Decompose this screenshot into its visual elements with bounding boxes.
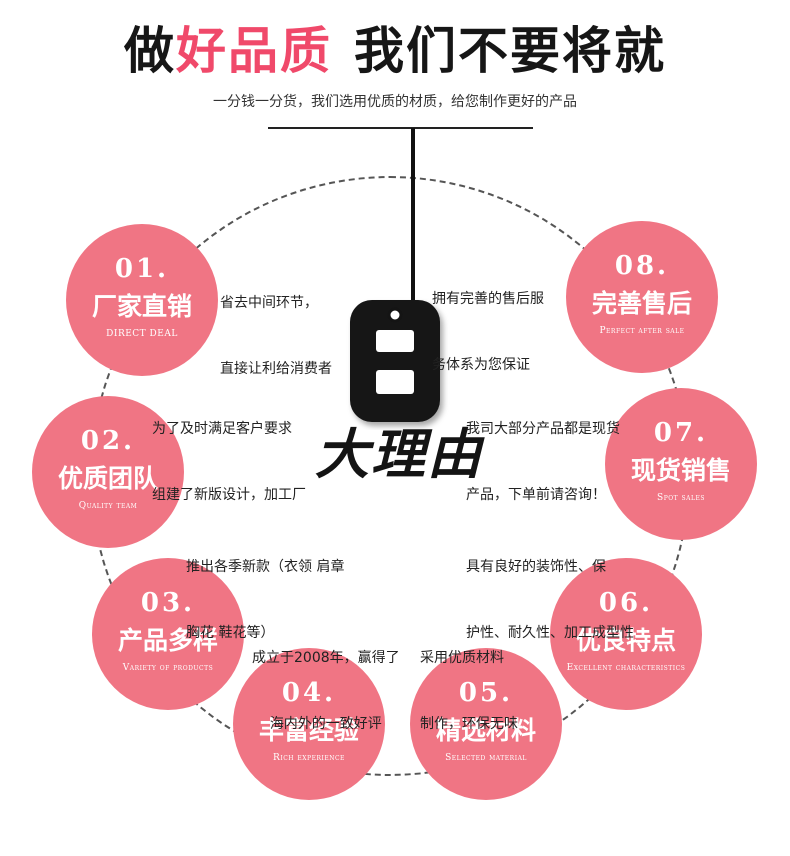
reason-number: 01.: [114, 254, 170, 284]
tag-hole: [387, 307, 403, 323]
reason-circle-4: 04. 丰富经验 Rich experience: [233, 648, 385, 800]
headline-highlight: 好品质: [176, 22, 332, 80]
reason-english: Quality team: [78, 501, 138, 511]
reason-title: 优质团队: [57, 464, 158, 493]
reason-title: 优良特点: [575, 626, 676, 655]
reason-title: 产品多样: [117, 626, 218, 655]
reason-desc-4: 成立于2008年，赢得了 海内外的一致好评: [252, 650, 400, 732]
header-divider: [268, 127, 533, 129]
reason-english: Spot sales: [657, 493, 705, 503]
tag-badge: 8: [350, 300, 440, 422]
reason-english: Excellent characteristics: [566, 663, 686, 673]
reason-circle-6: 06. 优良特点 Excellent characteristics: [550, 558, 702, 710]
reason-circle-1: 01. 厂家直销 DIRECT DEAL: [66, 224, 218, 376]
reason-title: 厂家直销: [91, 292, 192, 321]
reason-number: 04.: [281, 678, 337, 708]
reason-desc-5: 采用优质材料 制作，环保无味: [420, 650, 518, 732]
reason-title: 丰富经验: [258, 716, 359, 745]
reason-number: 07.: [653, 418, 709, 448]
reason-number: 03.: [140, 588, 196, 618]
headline-part2: 我们不要将就: [354, 22, 666, 80]
reason-number: 06.: [598, 588, 654, 618]
reason-number: 05.: [458, 678, 514, 708]
reason-circle-2: 02. 优质团队 Quality team: [32, 396, 184, 548]
tag-window-bottom: [376, 370, 414, 394]
reason-number: 02.: [80, 426, 136, 456]
reason-circle-7: 07. 现货销售 Spot sales: [605, 388, 757, 540]
reason-circle-8: 08. 完善售后 Perfect after sale: [566, 221, 718, 373]
reason-english: DIRECT DEAL: [106, 329, 178, 339]
subtitle: 一分钱一分货，我们选用优质的材质，给您制作更好的产品: [213, 94, 577, 110]
reason-desc-7: 我司大部分产品都是现货 产品，下单前请咨询！: [466, 421, 620, 503]
reason-desc-8: 拥有完善的售后服 务体系为您保证: [432, 291, 544, 373]
reason-title: 精选材料: [435, 716, 536, 745]
reason-english: Rich experience: [273, 753, 345, 763]
reason-circle-3: 03. 产品多样 Variety of products: [92, 558, 244, 710]
headline: 做好品质我们不要将就: [0, 20, 790, 82]
hanging-string: [411, 128, 415, 310]
reason-desc-6: 具有良好的装饰性、保 护性、耐久性、加工成型性: [466, 559, 634, 641]
headline-part1: 做: [124, 22, 176, 80]
reason-english: Variety of products: [122, 663, 214, 673]
reason-title: 完善售后: [591, 289, 692, 318]
reason-english: Perfect after sale: [599, 326, 685, 336]
reason-desc-1: 省去中间环节， 直接让利给消费者: [220, 295, 332, 377]
reason-desc-3: 推出各季新款（衣领 肩章 胸花 鞋花等）: [186, 559, 345, 641]
reason-circle-5: 05. 精选材料 Selected material: [410, 648, 562, 800]
reason-english: Selected material: [445, 753, 527, 763]
reason-desc-2: 为了及时满足客户要求 组建了新版设计，加工厂: [152, 421, 306, 503]
reason-title: 现货销售: [630, 456, 731, 485]
reasons-title: 大理由: [315, 423, 483, 486]
reason-number: 08.: [614, 251, 670, 281]
big-number: 8: [395, 417, 396, 419]
tag-body: [350, 300, 440, 422]
tag-window-top: [376, 330, 414, 352]
